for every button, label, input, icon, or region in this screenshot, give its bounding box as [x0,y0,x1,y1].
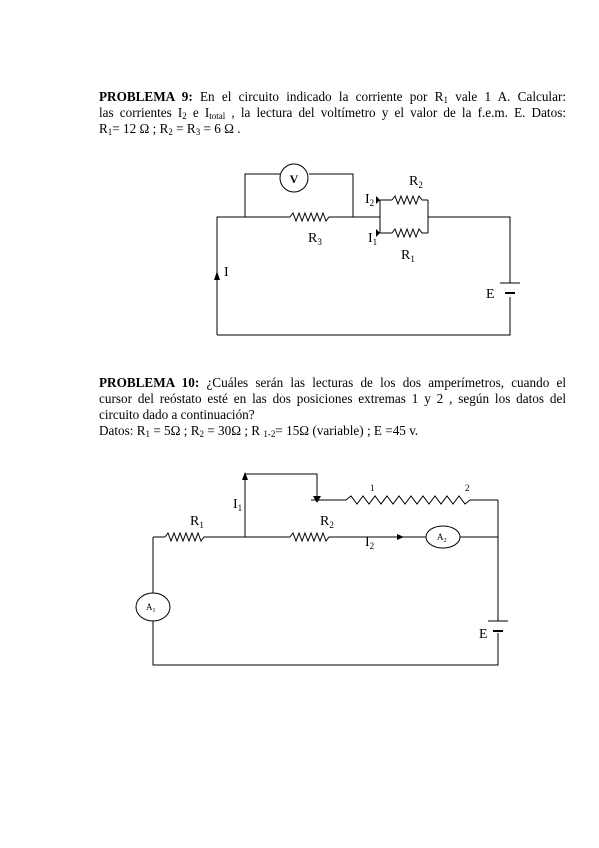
resistor-r3 [289,211,334,223]
resistor-r1 [164,531,207,543]
resistor-r2-label: R2 [409,174,423,190]
problem-9-line-3: R1= 12 Ω ; R2 = R3 = 6 Ω . [99,121,241,137]
current-i2-label: I2 [365,192,374,208]
circuit-9-wires [216,173,511,336]
resistor-r2-label: R2 [320,514,334,530]
resistor-r1-label: R1 [190,514,204,530]
resistor-r1 [391,227,424,239]
rheostat [345,495,471,505]
problem-10-line-3: circuito dado a continuación? [99,407,255,422]
problem-9-line-2: las corrientes I2 e Itotal , la lectura … [99,105,566,121]
emf-label: E [479,627,488,642]
circuit-10: A2 A1 E 1 2 I1 R1 R2 I2 [135,472,508,666]
current-i1-arrow [242,472,248,480]
problem-10-line-2: cursor del reóstato esté en las dos posi… [99,391,566,406]
problem-10-statement: PROBLEMA 10: ¿Cuáles serán las lecturas … [99,375,566,439]
problem-10-data-line: Datos: R1 = 5Ω ; R2 = 30Ω ; R 1-2= 15Ω (… [99,423,419,439]
ammeter-a2-symbol [425,525,461,549]
problem-9-label: PROBLEMA 9: [99,89,193,104]
ammeter-a2-label: A2 [437,532,447,544]
current-i-label: I [224,265,229,280]
ammeter-a1-symbol [135,592,171,622]
rheostat-cursor-arrow [313,496,321,503]
problem-10-label: PROBLEMA 10: [99,375,200,390]
current-i1-arrow [376,229,380,237]
voltmeter-symbol [279,163,309,193]
rheostat-position-1: 1 [370,483,375,493]
current-i2-label: I2 [365,535,374,551]
current-i2-arrow [397,534,404,540]
circuit-10-wires [152,473,499,666]
resistor-r2 [391,194,424,206]
problem-10-line-1: PROBLEMA 10: ¿Cuáles serán las lecturas … [99,375,567,390]
ammeter-a1-label: A1 [146,602,156,614]
resistor-r1-label: R1 [401,248,415,264]
problem-9-line-1: PROBLEMA 9: En el circuito indicado la c… [99,89,566,105]
current-i-arrow [214,271,220,280]
current-i1-label: I1 [233,497,242,513]
current-i2-arrow [376,196,380,204]
rheostat-position-2: 2 [465,483,470,493]
problem-9-statement: PROBLEMA 9: En el circuito indicado la c… [99,89,566,137]
circuit-9: V E I I2 I1 R2 R3 R1 [214,163,520,336]
emf-label: E [486,287,495,302]
resistor-r3-label: R3 [308,231,322,247]
current-i1-label: I1 [368,231,377,247]
voltmeter-label: V [290,172,299,186]
resistor-r2 [289,531,334,543]
